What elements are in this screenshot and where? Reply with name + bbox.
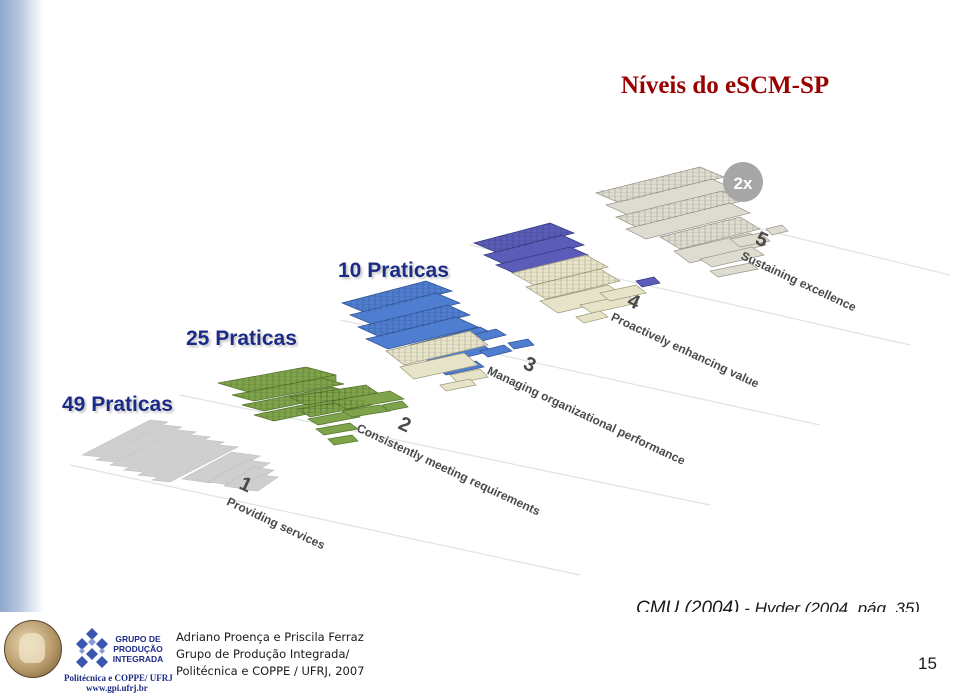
gpi-logo-line-3: INTEGRADA [112,654,164,664]
credit-authors: Adriano Proença e Priscila Ferraz [176,630,364,644]
level-3-name: Managing organizational performance [485,363,688,467]
level-2-name: Consistently meeting requirements [355,421,543,519]
level-3-practices-label: 10 Praticas [338,259,449,282]
level-1-blocks [80,419,279,492]
level-2-number: 2 [395,413,414,438]
escm-levels-figure: 2x 1 Providing services 2 Consistently m… [69,162,951,576]
ufrj-seal-logo [4,620,62,678]
level-2-practices-label: 25 Praticas [186,327,297,350]
level-4-name: Proactively enhancing value [609,310,761,391]
level-3-blocks [340,280,535,392]
2x-badge-text: 2x [734,174,753,193]
footer-credits: Adriano Proença e Priscila Ferraz Grupo … [176,629,365,680]
credit-group: Grupo de Produção Integrada/ [176,647,350,661]
level-5-blocks [594,166,789,278]
credit-institution-year: Politécnica e COPPE / UFRJ, 2007 [176,664,365,678]
page-number: 15 [918,654,937,673]
institution-name: Politécnica e COPPE/ UFRJ [64,673,173,683]
level-4-blocks [472,222,661,324]
level-1-name: Providing services [225,494,328,552]
level-5-name: Sustaining excellence [739,249,859,315]
left-decorative-bar [0,0,44,612]
level-3-number: 3 [520,353,539,378]
slide-title: Níveis do eSCM-SP [620,72,830,99]
gpi-logo-text: GRUPO DE PRODUÇÃO INTEGRADA [112,634,164,664]
level-1-practices-label: 49 Praticas [62,393,173,416]
gpi-logo-line-2: PRODUÇÃO [113,644,163,654]
footer [0,612,960,696]
level-2-blocks [217,366,409,446]
website-link[interactable]: www.gpi.ufrj.br [86,683,148,693]
gpi-logo-icon [76,628,108,668]
gpi-logo-line-1: GRUPO DE [115,634,161,644]
2x-badge: 2x [723,162,763,202]
